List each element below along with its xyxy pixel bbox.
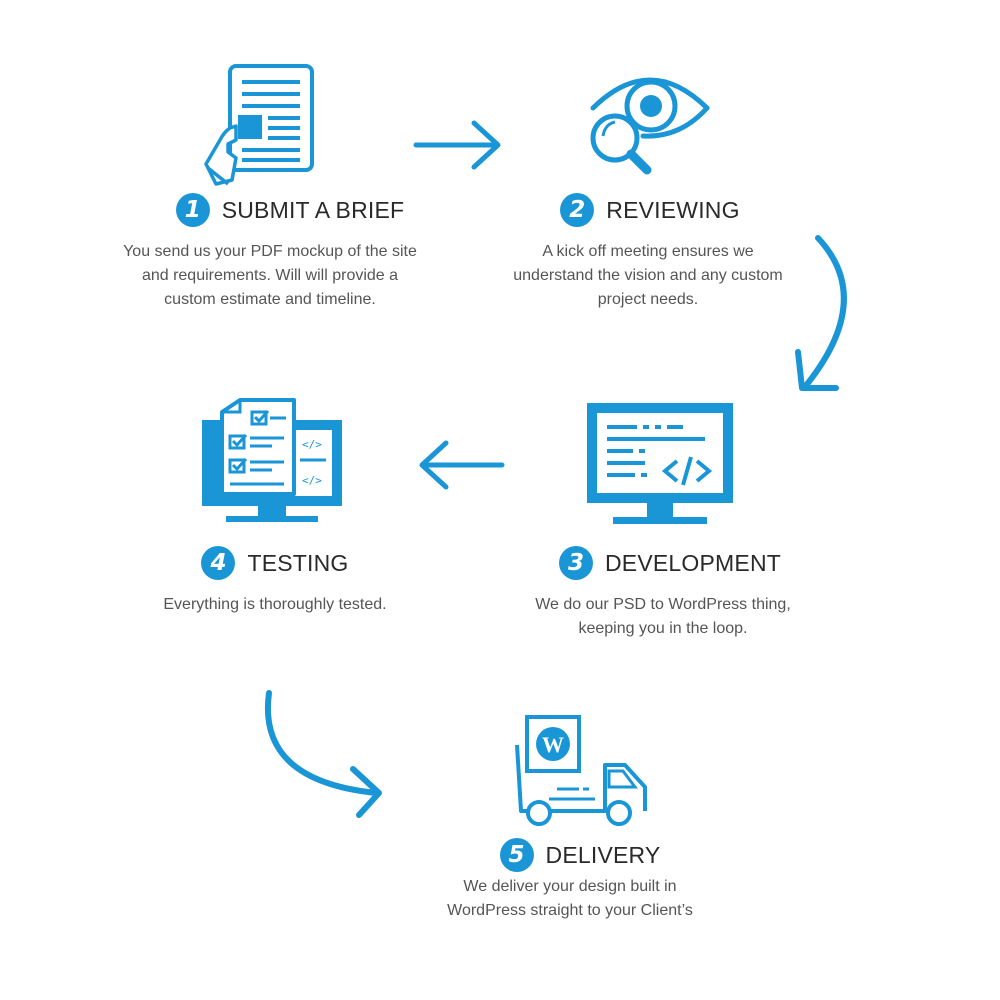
svg-text:</>: </> [302, 438, 322, 451]
monitor-checklist-icon: </> </> [202, 398, 342, 522]
svg-text:</>: </> [302, 474, 322, 487]
step-title: REVIEWING [606, 196, 740, 223]
step-title: SUBMIT A BRIEF [221, 196, 405, 223]
step-number-badge: 2 [560, 193, 595, 227]
step-number-badge: 1 [175, 193, 210, 227]
step-number-badge: 3 [558, 546, 593, 580]
wordpress-truck-icon: W [515, 715, 647, 826]
step-description: A kick off meeting ensures we understand… [513, 243, 783, 308]
monitor-code-icon [587, 403, 733, 524]
step-description: Everything is thoroughly tested. [163, 596, 387, 613]
step-title: DELIVERY [545, 841, 661, 868]
arrow-right [413, 120, 501, 170]
arrow-left [419, 440, 505, 490]
step-description: We do our PSD to WordPress thing, keepin… [535, 596, 791, 637]
step-title: DEVELOPMENT [604, 549, 781, 576]
svg-text:W: W [542, 732, 564, 757]
step-description: You send us your PDF mockup of the site … [123, 243, 417, 308]
eye-magnifier-icon [590, 77, 710, 175]
step-title: TESTING [247, 549, 349, 576]
arrow-curved-down [795, 235, 847, 391]
arrow-curved-right [264, 690, 382, 818]
step-description: We deliver your design built in WordPres… [447, 878, 693, 919]
step-number-badge: 4 [201, 546, 236, 580]
step-number-badge: 5 [499, 838, 534, 872]
document-hand-icon [204, 64, 314, 186]
